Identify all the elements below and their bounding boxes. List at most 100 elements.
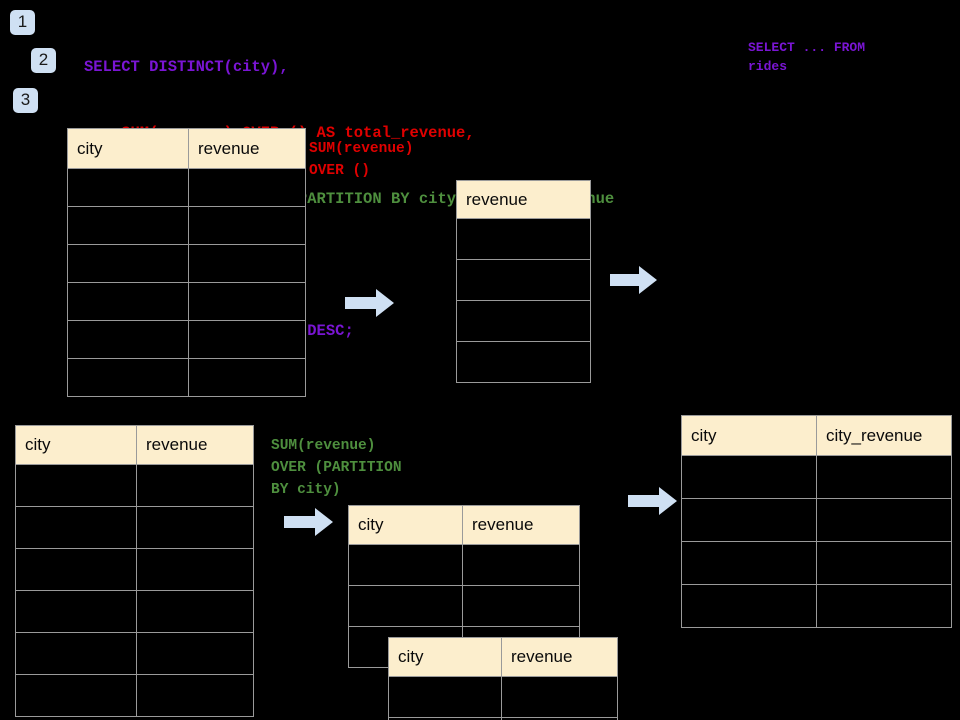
table-row [15,506,254,549]
cell-revenue [456,259,591,301]
cell-revenue [456,341,591,383]
table-header-row: city revenue [67,128,306,169]
cell-revenue [462,585,580,627]
cell-revenue [456,300,591,342]
cell-revenue [136,590,254,633]
arrow-right-icon [284,507,334,542]
cell-city-revenue [816,541,952,585]
column-header-city: city [15,425,137,465]
table-rides-source-bottom: city revenue [15,425,254,717]
table-row [15,548,254,591]
table-row [67,320,306,359]
table-header-row: city revenue [15,425,254,465]
cell-city [681,584,817,628]
cell-city [15,590,137,633]
table-header-row: revenue [456,180,591,219]
cell-city [388,676,502,718]
cell-city [681,541,817,585]
cell-city [348,585,463,627]
arrow-right-icon [345,288,395,323]
column-header-revenue: revenue [188,128,306,169]
cell-city [15,506,137,549]
table-row [67,168,306,207]
cell-city-revenue [816,498,952,542]
cell-city-revenue [816,584,952,628]
table-row [681,455,952,499]
cell-city [15,548,137,591]
table-row [456,300,591,342]
table-rides-source-top: city revenue [67,128,306,397]
step-badge-1: 1 [10,10,35,35]
cell-city [15,632,137,675]
cell-revenue [501,717,618,720]
cell-city [67,168,189,207]
sql-line-1: SELECT DISTINCT(city), [84,58,289,76]
table-partition-back: city revenue [348,505,580,668]
table-row [348,585,580,627]
table-row [15,674,254,717]
table-row [348,544,580,586]
annotation-sum-over-partition: SUM(revenue) OVER (PARTITION BY city) [271,438,402,498]
cell-revenue [188,320,306,359]
column-header-city: city [67,128,189,169]
cell-city [67,358,189,397]
step-badge-3: 3 [13,88,38,113]
cell-revenue [188,282,306,321]
column-header-revenue: revenue [136,425,254,465]
table-row [388,676,618,718]
table-row [456,341,591,383]
table-row [15,464,254,507]
table-row [67,244,306,283]
table-row [67,206,306,245]
column-header-city-revenue: city_revenue [816,415,952,456]
cell-revenue [456,218,591,260]
cell-revenue [136,506,254,549]
cell-city [15,464,137,507]
table-row [681,498,952,542]
cell-revenue [136,674,254,717]
table-row [456,259,591,301]
table-row [681,584,952,628]
column-header-city: city [348,505,463,545]
arrow-right-icon [610,265,658,300]
cell-revenue [188,244,306,283]
cell-city [348,544,463,586]
column-header-city: city [388,637,502,677]
table-partition-front: city revenue [388,637,618,720]
cell-city [67,244,189,283]
cell-revenue [136,632,254,675]
table-header-row: city revenue [348,505,580,545]
step-badge-2: 2 [31,48,56,73]
cell-revenue [188,168,306,207]
column-header-revenue: revenue [462,505,580,545]
cell-revenue [136,464,254,507]
cell-city [67,320,189,359]
table-header-row: city city_revenue [681,415,952,456]
cell-revenue [462,544,580,586]
cell-revenue [501,676,618,718]
cell-city [67,282,189,321]
side-note-select-from-rides: SELECT ... FROM rides [748,40,873,74]
cell-revenue [188,206,306,245]
column-header-city: city [681,415,817,456]
column-header-revenue: revenue [456,180,591,219]
table-row [681,541,952,585]
column-header-revenue: revenue [501,637,618,677]
arrow-right-icon [628,486,678,521]
table-row [15,632,254,675]
cell-city [681,455,817,499]
cell-city [15,674,137,717]
cell-revenue [188,358,306,397]
table-row [388,717,618,720]
table-row [456,218,591,260]
table-row [67,358,306,397]
table-row [67,282,306,321]
cell-city-revenue [816,455,952,499]
table-total-revenue: revenue [456,180,591,383]
table-row [15,590,254,633]
table-header-row: city revenue [388,637,618,677]
table-city-revenue-result: city city_revenue [681,415,952,628]
annotation-sum-over-empty: SUM(revenue) OVER () [309,141,414,179]
cell-city [67,206,189,245]
